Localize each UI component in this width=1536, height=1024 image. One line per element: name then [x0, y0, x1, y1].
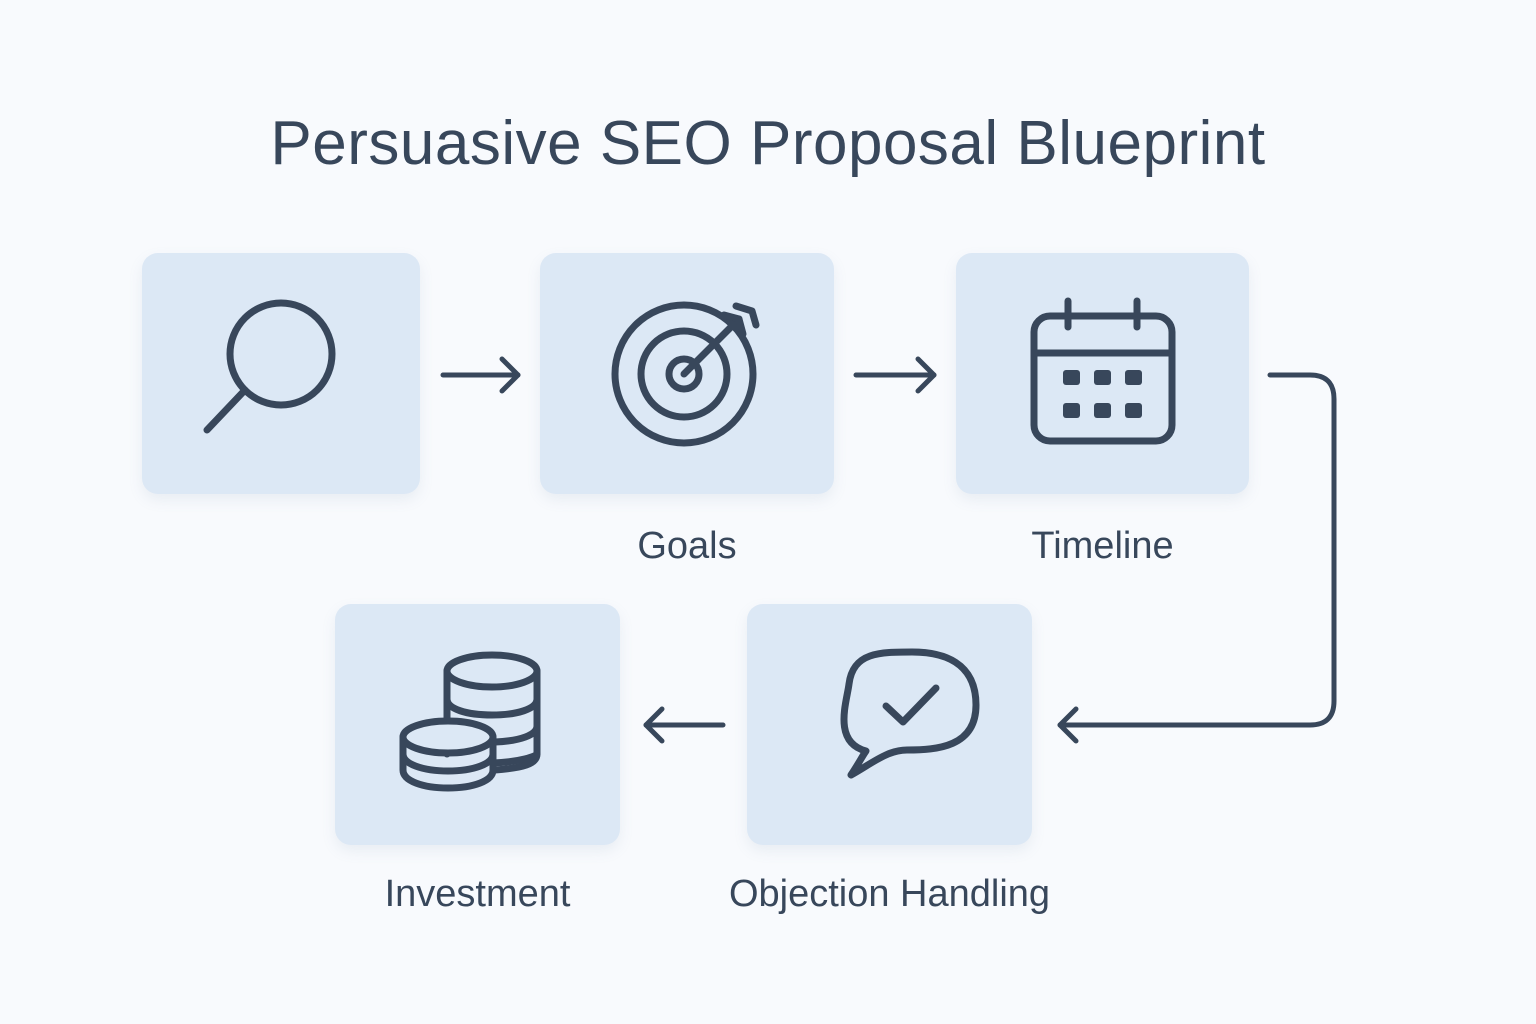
arrow-goals-to-timeline	[853, 356, 937, 394]
step-label-objection-handling: Objection Handling	[728, 873, 1051, 915]
step-card-objection-handling	[747, 604, 1032, 845]
search-icon	[203, 299, 336, 434]
arrow-timeline-to-objection	[1057, 372, 1337, 744]
arrow-search-to-goals	[440, 356, 521, 394]
step-label-goals: Goals	[637, 525, 737, 567]
step-card-research	[142, 253, 420, 494]
chat-check-icon	[840, 648, 980, 779]
diagram-title: Persuasive SEO Proposal Blueprint	[270, 109, 1266, 178]
calendar-icon	[1030, 297, 1176, 445]
target-icon	[611, 301, 760, 447]
step-card-goals	[540, 253, 834, 494]
step-card-timeline	[956, 253, 1249, 494]
step-label-investment: Investment	[384, 873, 571, 915]
step-card-investment	[335, 604, 620, 845]
step-label-timeline: Timeline	[1031, 525, 1174, 567]
arrow-objection-to-investment	[643, 706, 726, 744]
coins-icon	[399, 651, 541, 792]
